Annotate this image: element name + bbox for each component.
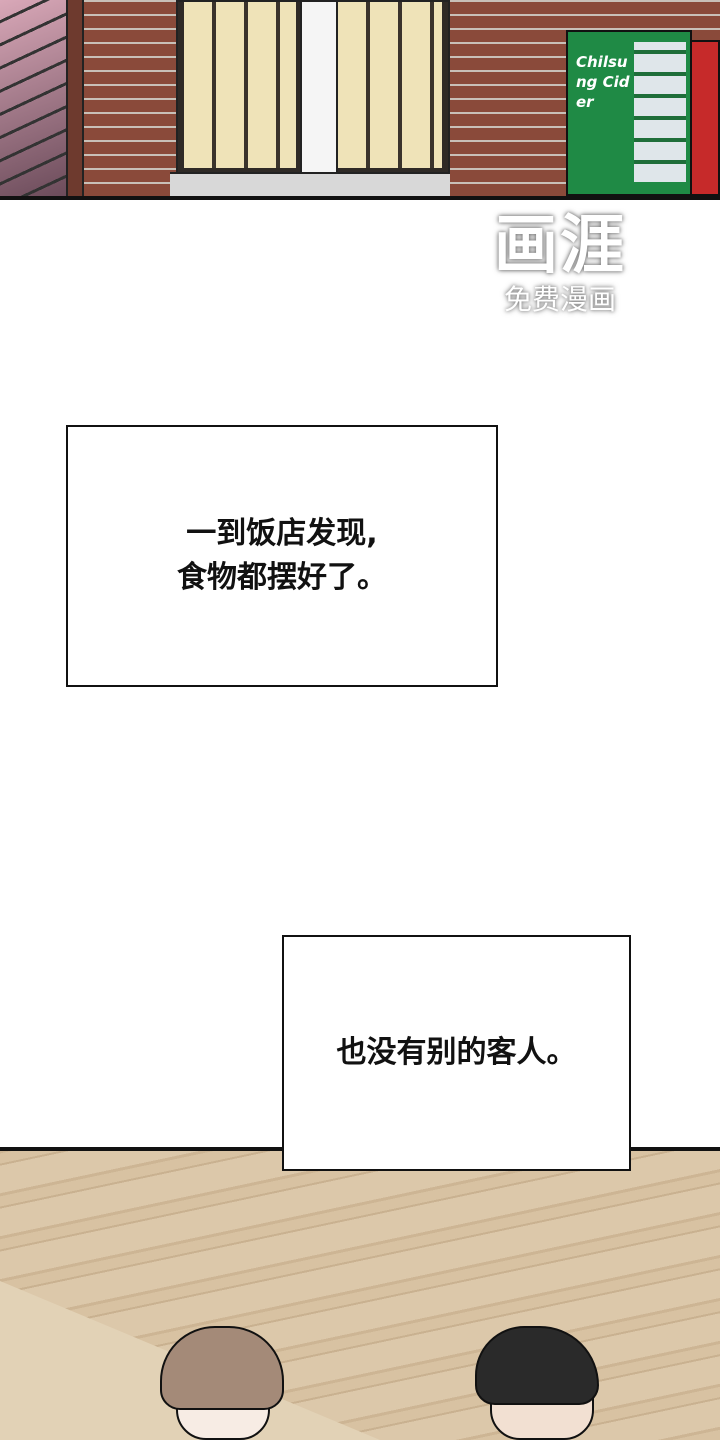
panel-storefront: Chilsung Cider: [0, 0, 720, 200]
shop-window: [176, 0, 450, 174]
window-sill: [170, 172, 450, 196]
caption-line: 食物都摆好了。: [177, 560, 387, 595]
watermark: 画涯 免费漫画: [470, 210, 650, 318]
vending-machine-red: [690, 40, 720, 196]
vending-logo: Chilsung Cider: [576, 53, 630, 111]
character-hair-black: [475, 1326, 599, 1405]
caption-box: 也没有别的客人。: [282, 935, 631, 1171]
character-hair-brown: [160, 1326, 284, 1410]
panel-restaurant: [0, 1147, 720, 1440]
watermark-tagline: 免费漫画: [503, 283, 616, 316]
caption-line: 也没有别的客人。: [336, 1035, 577, 1070]
brick-pillar: [66, 0, 84, 196]
stairs: [0, 0, 70, 196]
vending-machine: Chilsung Cider: [566, 30, 692, 196]
caption-line: 一到饭店发现,: [186, 516, 378, 551]
caption-box: 一到饭店发现, 食物都摆好了。: [66, 425, 498, 687]
watermark-logo: 画涯: [494, 209, 626, 283]
